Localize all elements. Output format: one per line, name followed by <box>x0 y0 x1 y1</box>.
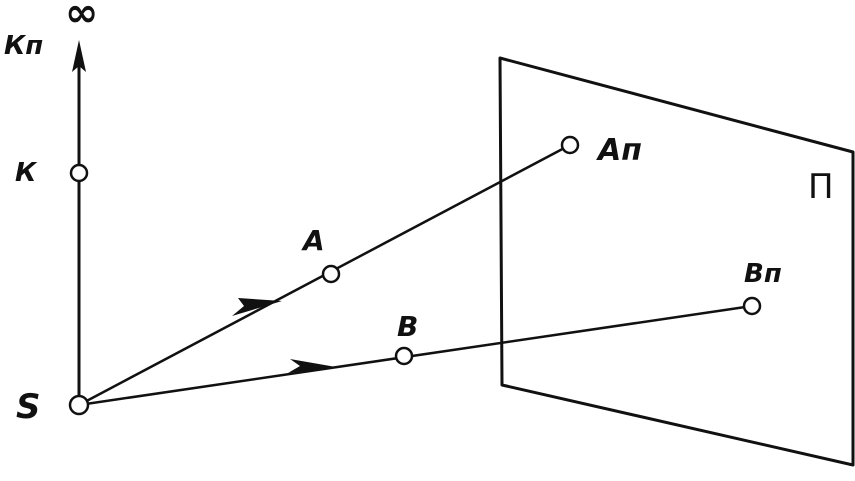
label-a-projection: Aп <box>596 133 642 168</box>
point-a-projection <box>560 135 580 155</box>
point-s <box>68 394 90 416</box>
label-plane: П <box>808 167 834 207</box>
label-infinity: ∞ <box>65 0 98 36</box>
point-b-projection <box>742 296 762 316</box>
arrow-right-icon <box>288 359 336 373</box>
label-s: S <box>16 387 41 427</box>
label-b-projection: Bп <box>744 259 782 289</box>
point-k <box>69 163 89 183</box>
point-b <box>394 346 414 366</box>
arrow-right-icon <box>232 298 282 316</box>
label-b: B <box>397 310 418 343</box>
label-k-projection: Кп <box>4 31 43 61</box>
label-a: A <box>301 224 325 257</box>
label-k: К <box>15 158 38 188</box>
arrow-up-icon <box>72 40 86 72</box>
projection-plane <box>498 56 855 467</box>
ray-s-b <box>78 304 753 407</box>
point-a <box>321 264 341 284</box>
